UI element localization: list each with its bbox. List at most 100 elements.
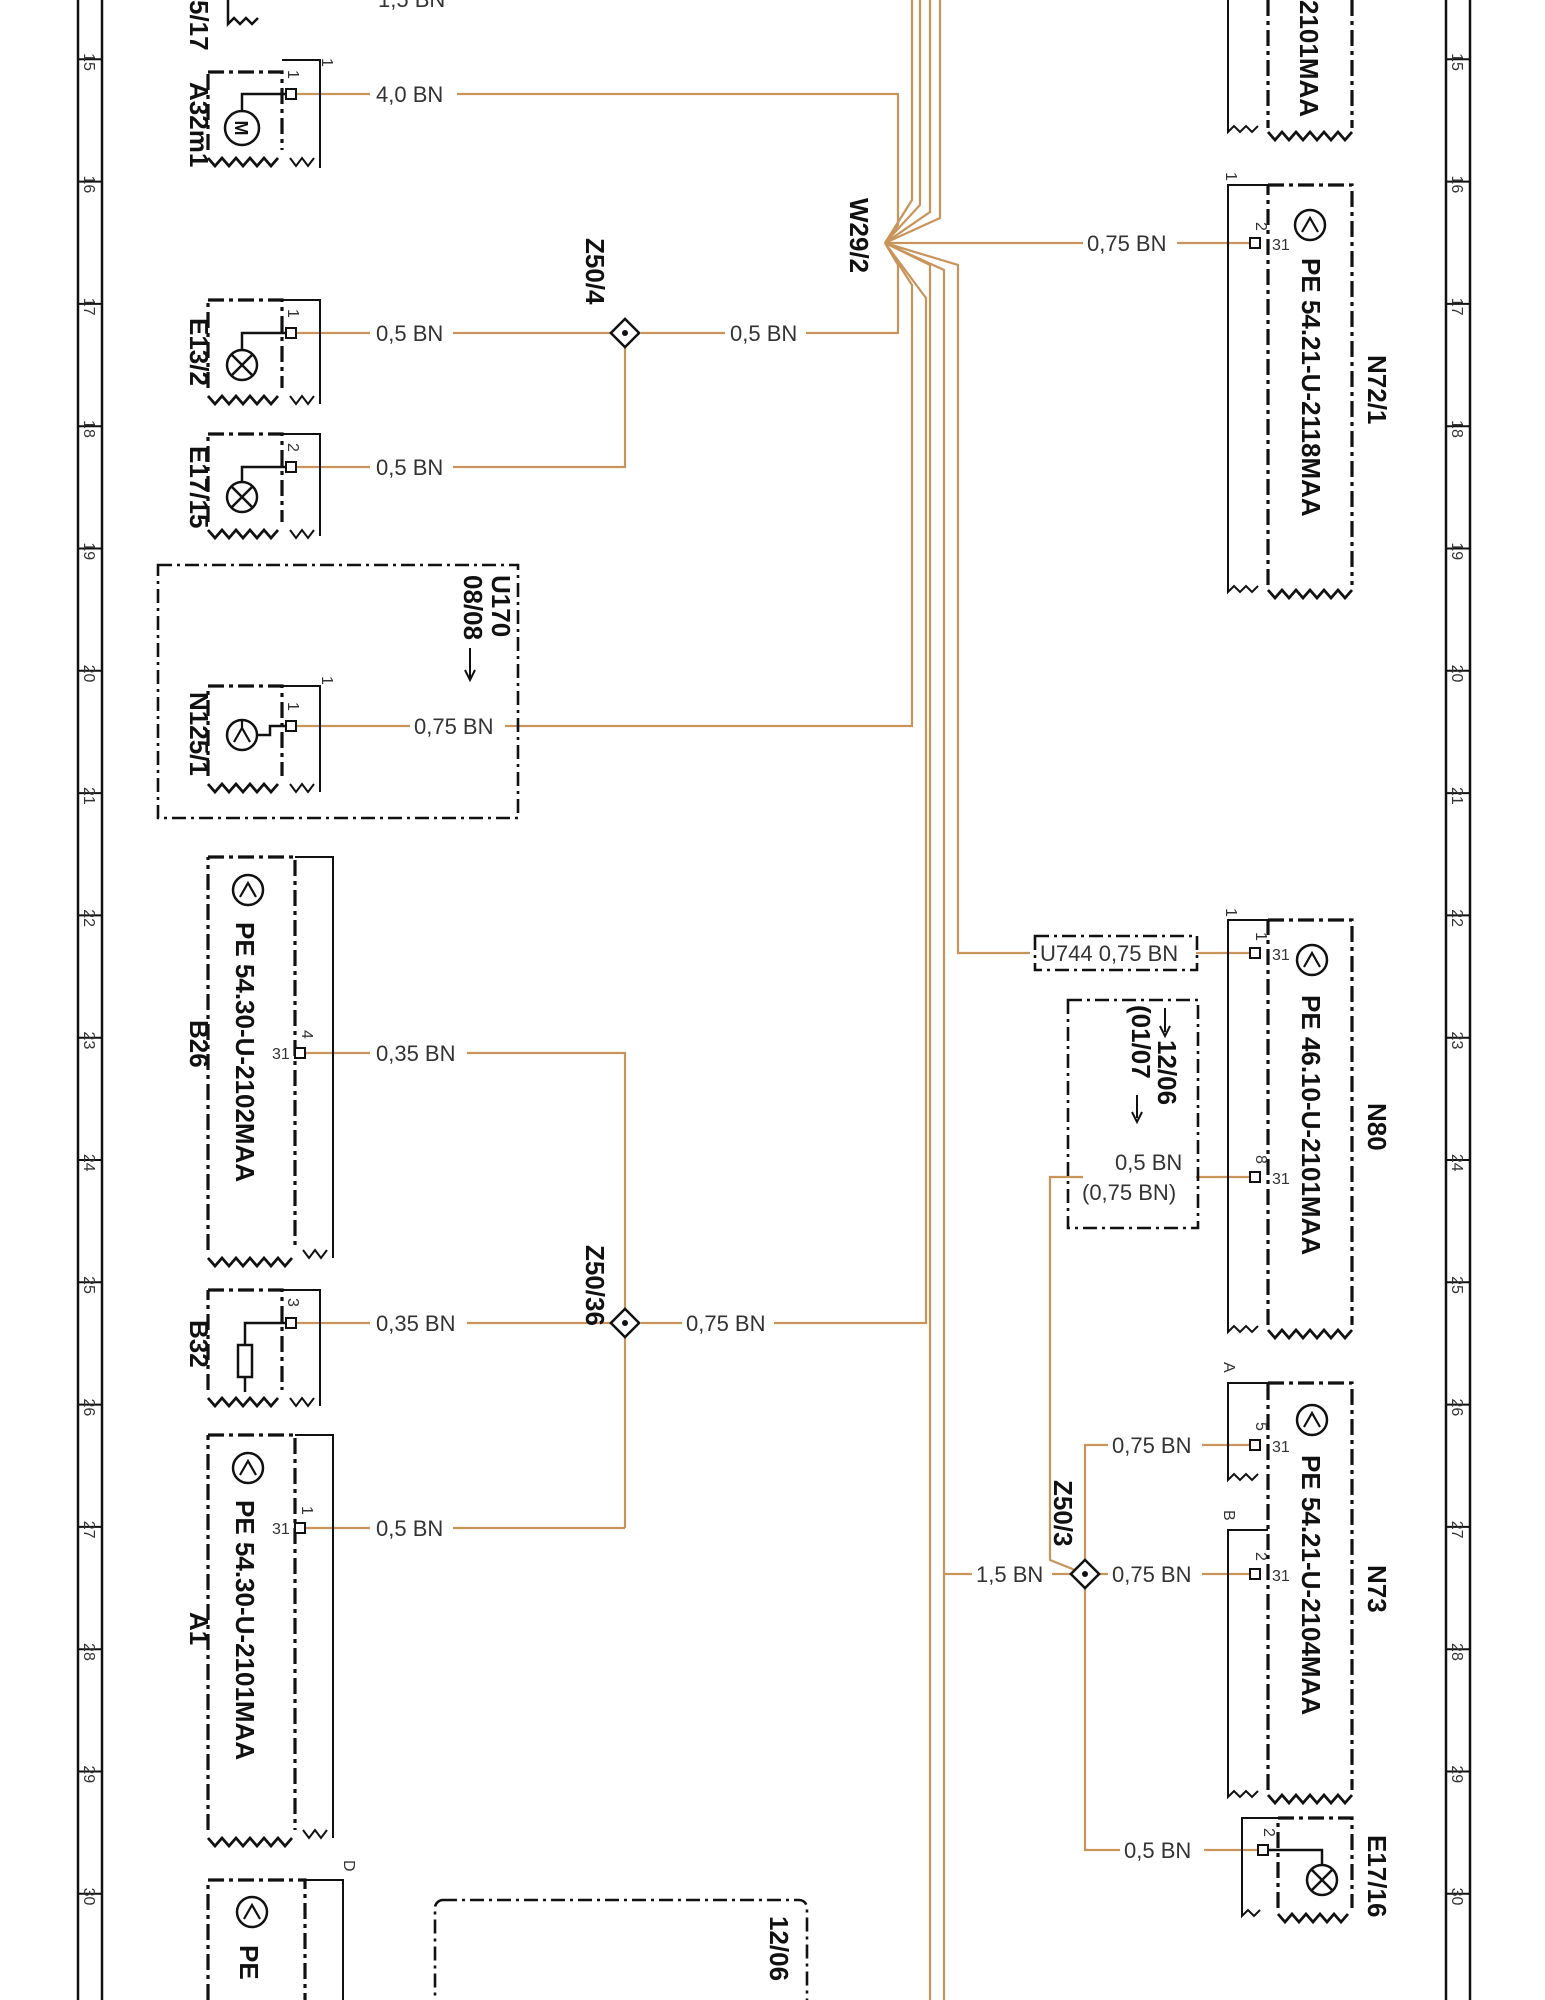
label-n80: N80 bbox=[1362, 1103, 1392, 1151]
pin-n80-8-31: 31 bbox=[1272, 1171, 1290, 1188]
splice-z50-4 bbox=[609, 317, 641, 349]
label-b26: B26 bbox=[184, 1020, 214, 1068]
pin-n73-a: A bbox=[1220, 1362, 1237, 1373]
pin-n73-5-31: 31 bbox=[1272, 1439, 1290, 1456]
pin-e17-15: 2 bbox=[284, 443, 301, 452]
wire-b32: 0,35 BN bbox=[376, 1311, 456, 1336]
label-n72-1: N72/1 bbox=[1362, 355, 1392, 424]
wire-n80-a: 0,5 BN bbox=[1115, 1150, 1182, 1175]
label-a1: A1 bbox=[184, 1612, 214, 1645]
ruler-row-label: 26 bbox=[80, 1398, 97, 1416]
component-labels: 5/17 A32m1 E13/2 E17/15 N125/1 B26 B32 A… bbox=[184, 0, 1392, 1917]
wire-n72-1: 0,75 BN bbox=[1087, 231, 1167, 256]
component-top-right-partial bbox=[1227, 0, 1354, 143]
pin-a1: 1 bbox=[298, 1506, 315, 1515]
label-e17-15: E17/15 bbox=[184, 446, 214, 528]
pe-n72-1: PE 54.21-U-2118MAA bbox=[1296, 258, 1326, 517]
ruler-row-label: 20 bbox=[80, 665, 97, 683]
splice-z50-36 bbox=[609, 1307, 641, 1339]
pin-a1-31: 31 bbox=[272, 1521, 290, 1538]
pin-b32: 3 bbox=[284, 1298, 301, 1307]
left-ruler bbox=[76, 0, 104, 2000]
pin-d-conn: D bbox=[340, 1860, 357, 1872]
component-n80 bbox=[1066, 918, 1354, 1341]
ruler-row-label: 25 bbox=[80, 1276, 97, 1294]
pin-n80-8: 8 bbox=[1252, 1155, 1269, 1164]
bottom-right-date: 12/06 bbox=[764, 1916, 794, 1981]
ruler-row-label: 27 bbox=[1448, 1521, 1465, 1539]
component-b26 bbox=[206, 855, 334, 1269]
label-top-left-partial: 5/17 bbox=[184, 0, 214, 51]
pin-n72-1-conn: 1 bbox=[1222, 172, 1239, 181]
label-z50-3: Z50/3 bbox=[1048, 1480, 1078, 1547]
ruler-row-label: 16 bbox=[1448, 175, 1465, 193]
ruler-row-label: 30 bbox=[80, 1888, 97, 1906]
ruler-row-label: 21 bbox=[80, 787, 97, 805]
label-b32: B32 bbox=[184, 1320, 214, 1368]
splice-z50-3 bbox=[1069, 1558, 1101, 1590]
wire-labels: 1,5 BN 4,0 BN 0,5 BN 0,5 BN 0,5 BN 0,75 … bbox=[376, 0, 1192, 1863]
wire-a32m1: 4,0 BN bbox=[376, 82, 443, 107]
svg-text:M: M bbox=[231, 121, 251, 136]
junction-labels: Z50/4 Z50/36 Z50/3 W29/2 bbox=[580, 198, 1078, 1547]
pin-b26: 4 bbox=[298, 1030, 315, 1039]
wire-e13-2: 0,5 BN bbox=[376, 321, 443, 346]
ruler-row-label: 29 bbox=[80, 1765, 97, 1783]
ruler-row-label: 21 bbox=[1448, 787, 1465, 805]
component-b32 bbox=[206, 1288, 321, 1409]
component-e13-2 bbox=[206, 298, 321, 407]
pin-b26-31: 31 bbox=[272, 1046, 290, 1063]
label-z50-36: Z50/36 bbox=[580, 1245, 610, 1326]
wire-top-partial: 1,5 BN bbox=[378, 0, 445, 12]
ruler-row-label: 23 bbox=[1448, 1032, 1465, 1050]
pe-top-right-partial: 2101MAA bbox=[1294, 0, 1324, 117]
pin-n73-b: B bbox=[1220, 1510, 1237, 1521]
component-a32m1: M bbox=[206, 59, 321, 169]
pe-n80: PE 46.10-U-2101MAA bbox=[1296, 995, 1326, 1255]
pin-e17-16: 2 bbox=[1260, 1828, 1277, 1837]
pin-n125-1-conn: 1 bbox=[318, 676, 335, 685]
label-e17-16: E17/16 bbox=[1362, 1835, 1392, 1917]
ruler-row-label: 24 bbox=[80, 1154, 97, 1172]
component-a1 bbox=[206, 1433, 334, 1849]
ruler-ticks bbox=[78, 58, 1470, 1895]
arrow-n80-date1 bbox=[1159, 1008, 1171, 1039]
wire-n80-b: (0,75 BN) bbox=[1082, 1180, 1176, 1205]
u744-box bbox=[1033, 934, 1199, 972]
component-n72-1 bbox=[1227, 183, 1354, 601]
wire-b26: 0,35 BN bbox=[376, 1041, 456, 1066]
component-top-left-partial bbox=[226, 0, 259, 28]
pin-labels: 1 1 1 2 1 1 4 31 3 1 31 1 2 31 1 1 31 8 … bbox=[272, 58, 1290, 1872]
component-bottom-left-partial bbox=[206, 1878, 809, 2000]
ruler-row-label: 26 bbox=[1448, 1398, 1465, 1416]
label-a32m1: A32m1 bbox=[184, 82, 214, 167]
pe-references: 2101MAA PE 54.21-U-2118MAA PE 46.10-U-21… bbox=[230, 0, 1326, 1981]
ruler-row-label: 27 bbox=[80, 1521, 97, 1539]
ruler-row-label: 29 bbox=[1448, 1765, 1465, 1783]
pe-n73: PE 54.21-U-2104MAA bbox=[1296, 1455, 1326, 1715]
ruler-row-label: 19 bbox=[1448, 542, 1465, 560]
pin-n80-1: 1 bbox=[1252, 932, 1269, 941]
pin-n80-conn: 1 bbox=[1222, 908, 1239, 917]
note-u170: U170 bbox=[486, 575, 516, 637]
note-n80-date1: 12/06 bbox=[1152, 1040, 1182, 1105]
ruler-row-label: 17 bbox=[1448, 298, 1465, 316]
label-n73: N73 bbox=[1362, 1565, 1392, 1613]
label-w29-2: W29/2 bbox=[844, 198, 874, 273]
component-e17-15 bbox=[206, 432, 321, 541]
pe-bottom-left: PE bbox=[234, 1945, 264, 1980]
pin-n80-1-31: 31 bbox=[1272, 947, 1290, 964]
label-n125-1: N125/1 bbox=[184, 692, 214, 776]
component-n73 bbox=[1227, 1381, 1354, 1806]
ruler-row-label: 15 bbox=[1448, 53, 1465, 71]
pin-n73-5: 5 bbox=[1252, 1422, 1269, 1431]
notes: U170 08/08 12/06 (01/07 bbox=[458, 575, 1182, 1125]
label-e13-2: E13/2 bbox=[184, 318, 214, 386]
pe-b26: PE 54.30-U-2102MAA bbox=[230, 922, 260, 1182]
note-n80-date2: (01/07 bbox=[1126, 1005, 1156, 1079]
pin-n72-1-31: 31 bbox=[1272, 237, 1290, 254]
ruler-row-label: 28 bbox=[1448, 1643, 1465, 1661]
ruler-row-label: 24 bbox=[1448, 1154, 1465, 1172]
